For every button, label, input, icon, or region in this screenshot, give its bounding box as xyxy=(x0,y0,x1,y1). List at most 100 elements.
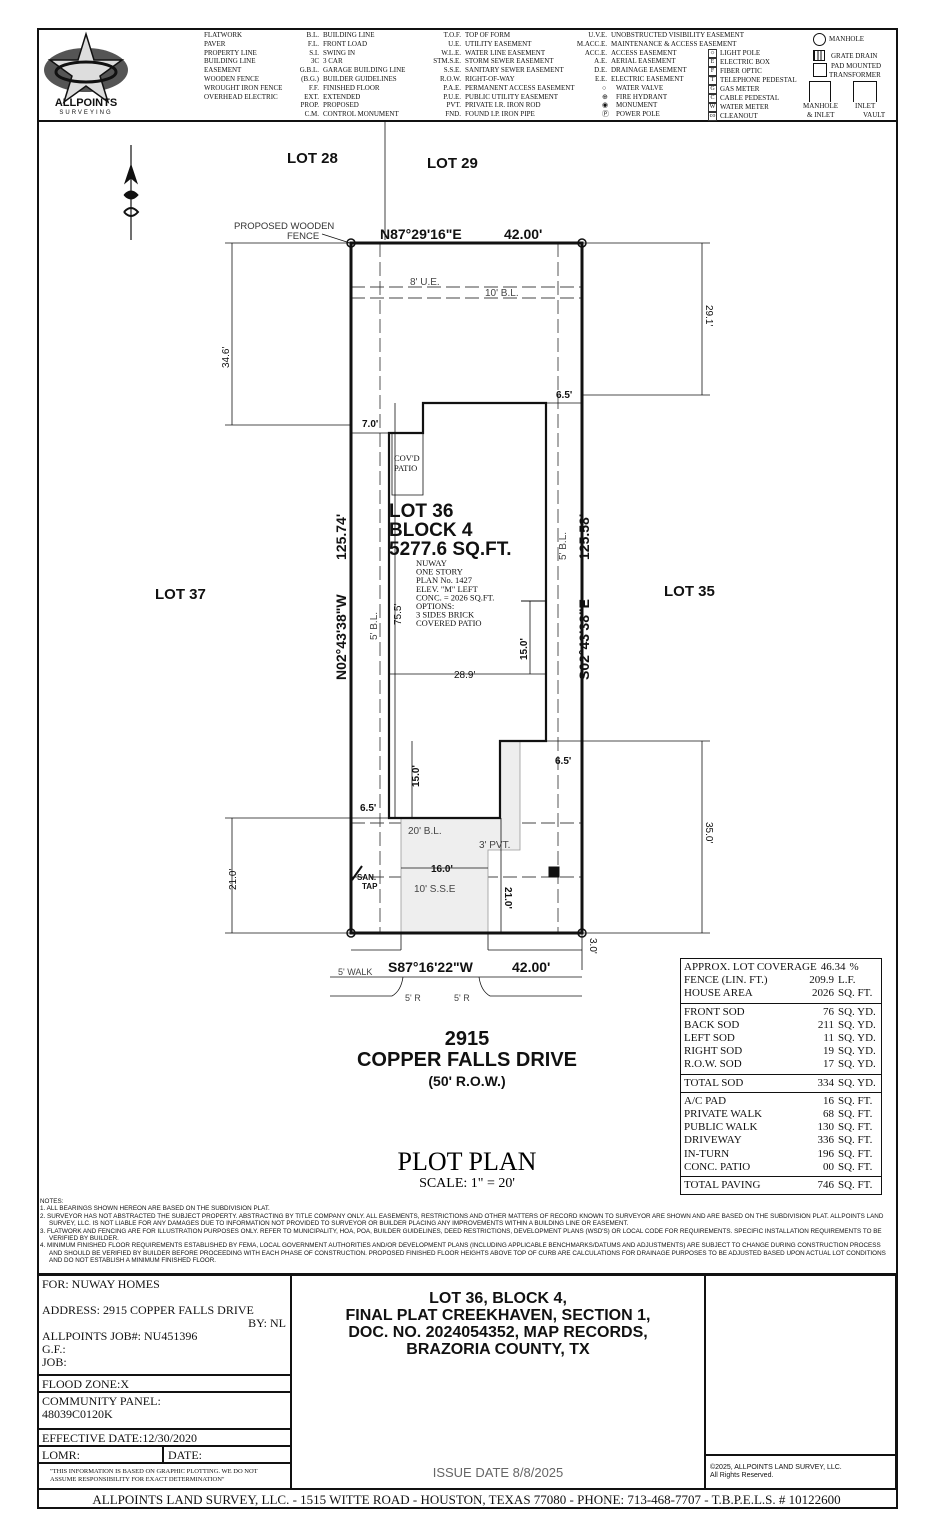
summary-unit: SQ. FT. xyxy=(838,1108,873,1121)
summary-unit: % xyxy=(849,961,859,973)
summary-unit: SQ. YD. xyxy=(838,1005,876,1018)
legend-abbreviation: STM.S.E.STORM SEWER EASEMENT xyxy=(417,57,575,66)
abbreviation: EXT. xyxy=(304,92,319,101)
summary-unit: SQ. YD. xyxy=(838,1018,876,1031)
disclaimer: "THIS INFORMATION IS BASED ON GRAPHIC PL… xyxy=(37,1463,291,1490)
signature-area xyxy=(705,1275,896,1455)
abbreviation: W.L.E. xyxy=(441,48,461,57)
manhole-inlet-icon xyxy=(809,81,831,102)
summary-unit: SQ. FT. xyxy=(838,1094,873,1107)
lot-29-label: LOT 29 xyxy=(427,155,478,172)
north-arrow-icon xyxy=(123,145,140,240)
house-info-line: ELEV. "M" LEFT xyxy=(416,584,479,594)
front-building-line-label: 20' B.L. xyxy=(408,826,442,837)
lot-area-label: 5277.6 SQ.FT. xyxy=(389,539,512,560)
radius-label: 5' R xyxy=(454,993,470,1003)
house-info-line: PLAN No. 1427 xyxy=(416,575,472,585)
summary-unit: L.F. xyxy=(838,974,856,987)
summary-value: 209.9 xyxy=(809,974,834,987)
summary-label: BACK SOD xyxy=(684,1018,740,1031)
legal-line: FINAL PLAT CREEKHAVEN, SECTION 1, xyxy=(345,1307,651,1324)
abbreviation: S.S.E. xyxy=(443,66,461,75)
legend-abbreviation: PVT.PRIVATE I.R. IRON ROD xyxy=(417,101,575,110)
abbreviation-meaning: EXTENDED xyxy=(323,92,361,101)
summary-unit: SQ. FT. xyxy=(838,1179,873,1192)
legend-abbreviation: C.M.CONTROL MONUMENT xyxy=(279,110,405,119)
dimension-label: 15.0' xyxy=(411,765,422,787)
abbreviation-meaning: STORM SEWER EASEMENT xyxy=(465,57,554,66)
abbreviation: PVT. xyxy=(446,101,461,110)
abbreviation: FND. xyxy=(445,110,461,119)
fence-note: FENCE xyxy=(287,231,319,242)
legend-abbreviation: PROP.PROPOSED xyxy=(279,101,405,110)
dimension-label: 21.0' xyxy=(502,887,513,909)
summary-value: 46.34 xyxy=(820,961,846,973)
abbreviation: P.A.E. xyxy=(443,83,461,92)
job-number: ALLPOINTS JOB#: NU451396 xyxy=(42,1329,198,1343)
legend-abbreviation: U.V.E.UNOBSTRUCTED VISIBILITY EASEMENT xyxy=(567,31,744,40)
legend-abbreviation: P.A.E.PERMANENT ACCESS EASEMENT xyxy=(417,83,574,93)
abbreviation-meaning: AERIAL EASEMENT xyxy=(611,57,676,66)
summary-unit: SQ. FT. xyxy=(838,1134,873,1147)
summary-label: HOUSE AREA xyxy=(684,987,753,1000)
abbreviation-meaning: TOP OF FORM xyxy=(465,31,511,39)
legend-abbreviation: ACC.E.ACCESS EASEMENT xyxy=(567,49,744,58)
abbreviation-meaning: ELECTRIC EASEMENT xyxy=(611,74,684,83)
title-block: FOR: NUWAY HOMES ADDRESS: 2915 COPPER FA… xyxy=(37,1273,896,1490)
abbreviation-meaning: 3 CAR xyxy=(323,57,343,66)
abbreviation: B.L. xyxy=(306,31,319,39)
south-distance: 42.00' xyxy=(512,959,550,975)
inlet-icon xyxy=(853,81,877,102)
summary-value: 76 xyxy=(823,1005,834,1018)
dimension-label: 16.0' xyxy=(431,864,453,875)
covered-patio-label: PATIO xyxy=(394,463,417,473)
san-tap-label: SAN. xyxy=(357,873,376,882)
summary-value: 11 xyxy=(823,1032,834,1045)
abbreviation: F.F. xyxy=(308,83,319,92)
job-field: JOB: xyxy=(42,1355,67,1369)
private-walk-label: 3' PVT. xyxy=(479,840,510,851)
plot-plan-drawing: LOT 28 LOT 29 LOT 37 LOT 35 N87°29'16"E … xyxy=(123,120,715,1191)
legend-abbreviation: S.I.SWING IN xyxy=(279,49,405,58)
house-info-line: OPTIONS: xyxy=(416,601,454,611)
summary-label: DRIVEWAY xyxy=(684,1134,742,1147)
note-item: 4. MINIMUM FINISHED FLOOR REQUIREMENTS E… xyxy=(40,1242,886,1265)
house-info-line: CONC. = 2026 SQ.FT. xyxy=(416,592,494,602)
legend-abbreviation: U.E.UTILITY EASEMENT xyxy=(417,40,575,49)
fence-note: PROPOSED WOODEN xyxy=(234,221,334,232)
utility-easement-label: 8' U.E. xyxy=(410,277,440,288)
legend-abbreviation: G.B.L.GARAGE BUILDING LINE xyxy=(279,66,406,75)
summary-unit: SQ. YD. xyxy=(838,1032,876,1045)
legend-abbreviation: E.E.ELECTRIC EASEMENT xyxy=(567,75,744,84)
abbreviation-meaning: PUBLIC UTILITY EASEMENT xyxy=(465,92,559,101)
gf-number: G.F.: xyxy=(42,1342,66,1356)
legend-abbreviation: P.U.E.PUBLIC UTILITY EASEMENT xyxy=(417,93,575,102)
summary-label: CONC. PATIO xyxy=(684,1160,751,1173)
grate-drain-icon xyxy=(813,50,825,61)
abbreviation: F.L. xyxy=(307,39,319,48)
summary-value: 00 xyxy=(823,1160,834,1173)
electric-box-icon: E xyxy=(708,57,717,67)
north-bearing: N87°29'16"E xyxy=(380,226,462,242)
legend-symbol-label: BUILDING LINE xyxy=(204,57,256,66)
right-building-line-label: 5' B.L. xyxy=(558,532,569,560)
dimension-label: 35.0' xyxy=(703,822,714,843)
copyright: ©2025, ALLPOINTS LAND SURVEY, LLC. All R… xyxy=(705,1455,896,1490)
note-item: 1. ALL BEARINGS SHOWN HEREON ARE BASED O… xyxy=(40,1205,270,1213)
legend-icon-item: ☼LIGHT POLE xyxy=(708,48,797,58)
abbreviation-meaning: MAINTENANCE & ACCESS EASEMENT xyxy=(611,39,737,48)
legend-icon-item: ⊕FIRE HYDRANT xyxy=(602,93,667,102)
abbreviation-meaning: RIGHT-OF-WAY xyxy=(465,74,515,83)
legend-label: MONUMENT xyxy=(616,101,658,110)
summary-unit: SQ. FT. xyxy=(838,1147,873,1160)
